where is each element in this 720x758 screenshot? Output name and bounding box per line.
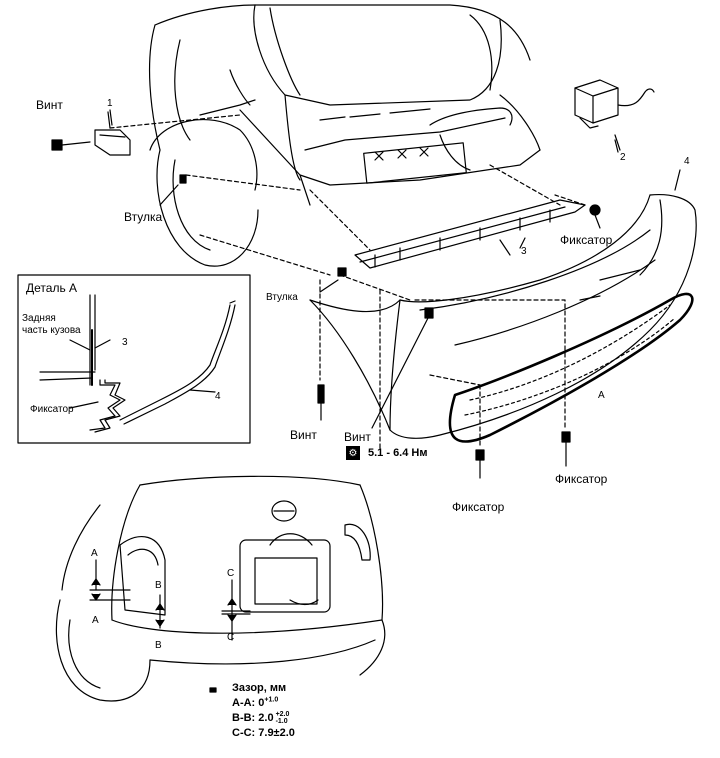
bushing-center bbox=[319, 267, 347, 293]
torque-spec: ⚙ 5.1 - 6.4 Нм bbox=[346, 446, 428, 460]
torque-wrench-icon: ⚙ bbox=[346, 446, 360, 460]
detail-body-line2: часть кузова bbox=[22, 325, 81, 336]
detail-retainer: Фиксатор bbox=[30, 404, 74, 415]
car-body-top bbox=[148, 4, 541, 267]
torque-value: 5.1 - 6.4 Нм bbox=[368, 447, 428, 459]
label-part-1: 1 bbox=[107, 98, 113, 109]
gap-spec: Зазор, мм A-A: 0+1.0 B-B: 2.0+2.0-1.0 C-… bbox=[232, 681, 295, 741]
gap-aa: A-A: 0+1.0 bbox=[232, 696, 279, 709]
label-screw-bottom: Винт bbox=[290, 428, 317, 442]
detail-a-box bbox=[17, 274, 251, 444]
screw-center bbox=[371, 307, 434, 429]
relay-part-2 bbox=[574, 79, 655, 151]
car-bottom bbox=[55, 475, 386, 702]
label-retainer-bottom-right: Фиксатор bbox=[555, 472, 608, 486]
retainer-right bbox=[554, 194, 601, 229]
leader-lines bbox=[109, 109, 681, 249]
bumper-part-4 bbox=[309, 193, 697, 443]
label-bushing-left: Втулка bbox=[124, 210, 163, 224]
gap-cc: C-C: 7.9±2.0 bbox=[232, 727, 295, 739]
detail-body-label: Задняя часть кузова bbox=[22, 313, 81, 337]
reinforcement-part-3 bbox=[309, 164, 586, 269]
marker-A-bottom: A bbox=[92, 615, 99, 626]
detail-title: Деталь A bbox=[26, 281, 78, 295]
label-screw-left: Винт bbox=[36, 98, 63, 112]
label-A: A bbox=[598, 390, 605, 401]
label-retainer-bottom-left: Фиксатор bbox=[452, 500, 505, 514]
retainer-bottom bbox=[475, 431, 571, 479]
label-screw-center: Винт bbox=[344, 430, 371, 444]
detail-part-4: 4 bbox=[215, 391, 221, 402]
bushing-left bbox=[159, 174, 301, 206]
marker-B-bottom: B bbox=[155, 640, 162, 651]
bracket-part-1 bbox=[51, 111, 241, 156]
label-retainer-right: Фиксатор bbox=[560, 233, 613, 247]
marker-B-top: B bbox=[155, 580, 162, 591]
guide-lines bbox=[199, 234, 566, 451]
marker-A-top: A bbox=[91, 548, 98, 559]
label-part-4: 4 bbox=[684, 156, 690, 167]
gap-title: Зазор, мм bbox=[232, 682, 287, 694]
label-part-2: 2 bbox=[620, 152, 626, 163]
marker-C-bottom: C bbox=[227, 632, 235, 643]
detail-part-3: 3 bbox=[122, 337, 128, 348]
detail-body-line1: Задняя bbox=[22, 313, 56, 324]
marker-C-top: C bbox=[227, 568, 235, 579]
label-part-3: 3 bbox=[521, 246, 527, 257]
label-bushing-center: Втулка bbox=[266, 292, 298, 303]
screw-bottom bbox=[317, 384, 325, 421]
gap-bb: B-B: 2.0+2.0-1.0 bbox=[232, 711, 290, 726]
